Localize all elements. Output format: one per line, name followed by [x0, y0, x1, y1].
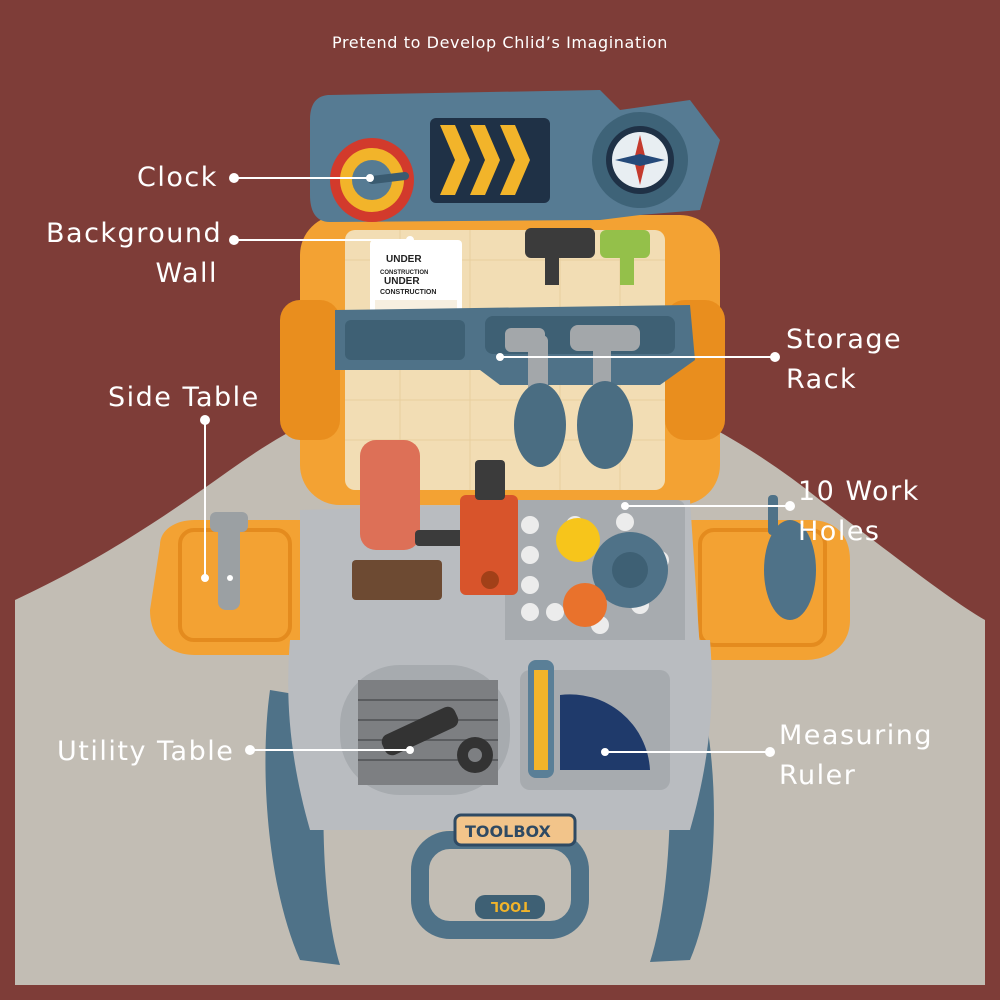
under-construction-text: UNDER — [384, 276, 420, 287]
workbench-top — [227, 440, 700, 668]
toolbox-logo-text: TOOLBOX — [465, 822, 552, 841]
label-work-holes: 10 Work Holes — [798, 476, 920, 547]
label-background-wall: Background Wall — [46, 218, 223, 289]
label-measuring-ruler: Measuring Ruler — [779, 720, 933, 791]
utility-cabinet — [288, 640, 712, 847]
under-construction-text-top-sub: CONSTRUCTION — [380, 270, 428, 276]
handle-text: TOOL — [491, 898, 530, 913]
label-utility-table: Utility Table — [57, 736, 235, 767]
under-construction-text-top: UNDER — [386, 254, 422, 265]
top-sign — [310, 90, 720, 222]
label-side-table: Side Table — [108, 382, 260, 413]
label-storage-rack: Storage Rack — [786, 324, 903, 395]
label-clock: Clock — [137, 162, 218, 193]
side-tables — [150, 495, 850, 660]
storage-rack — [335, 305, 695, 469]
under-construction-subtext: CONSTRUCTION — [380, 289, 436, 296]
callout-lines — [200, 173, 795, 757]
page-title: Pretend to Develop Chlid’s Imagination — [331, 33, 668, 52]
